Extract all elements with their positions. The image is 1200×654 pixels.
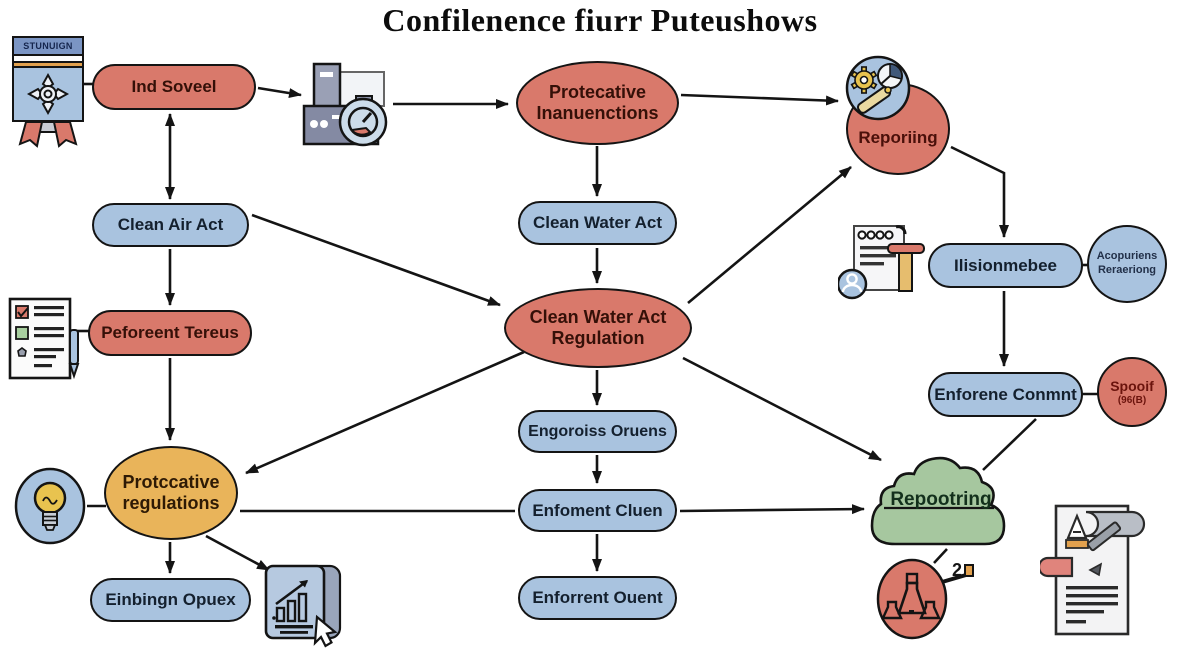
node-peforeent-tereus: Peforeent Tereus bbox=[88, 310, 252, 356]
certificate-label: STUNUIGN bbox=[23, 41, 73, 51]
node-protecative-inanuenctions: Protecative Inanuenctions bbox=[516, 61, 679, 145]
ribbon-icon bbox=[18, 121, 78, 148]
node-enforene-conmnt: Enforene Conmnt bbox=[928, 372, 1083, 417]
edge-protecative-reporing bbox=[680, 93, 839, 106]
document-pencil-icon bbox=[1040, 498, 1150, 650]
analytics-gear-icon bbox=[844, 54, 912, 122]
edge-regulation-reporing bbox=[687, 166, 852, 304]
edge-reporing-ilisionmebee bbox=[950, 145, 1009, 238]
edge-regulation-protccative bbox=[245, 350, 525, 475]
node-ind-soveel: Ind Soveel bbox=[92, 64, 256, 110]
node-clean-water-act-regulation: Clean Water Act Regulation bbox=[504, 288, 692, 368]
factory-clock-icon bbox=[300, 60, 392, 148]
edge-cloud-flasks bbox=[933, 548, 948, 564]
certificate-icon: STUNUIGN bbox=[12, 36, 84, 155]
node-engoroiss-oruens: Engoroiss Oruens bbox=[518, 410, 677, 453]
diagram-title: Confilenence fiurr Puteushows bbox=[382, 2, 818, 38]
edge-regulation-cloud bbox=[682, 356, 882, 462]
edge-protccative-chart bbox=[205, 534, 270, 572]
square-glyph bbox=[964, 564, 975, 577]
node-acopuriens-reraeriong: Acopuriens Reraeriong bbox=[1087, 225, 1167, 303]
flask-count-label: 2 bbox=[952, 560, 975, 581]
node-clean-water-act: Clean Water Act bbox=[518, 201, 677, 245]
edge-enforene-cloud bbox=[982, 418, 1037, 471]
edge-cleanairact-regulation bbox=[251, 213, 501, 307]
node-ilisionmebee: Ilisionmebee bbox=[928, 243, 1083, 288]
certificate-body: STUNUIGN bbox=[12, 36, 84, 122]
document-person-gavel-icon bbox=[838, 224, 926, 304]
node-spooif: Spooif (96(B) bbox=[1097, 357, 1167, 427]
node-enforrent-ouent: Enforrent Ouent bbox=[518, 576, 677, 620]
node-protccative-regulations: Protccative regulations bbox=[104, 446, 238, 540]
checklist-pen-icon bbox=[8, 296, 82, 382]
cloud-shape bbox=[870, 456, 1006, 546]
node-enfoment-cluen: Enfoment Cluen bbox=[518, 489, 677, 532]
node-repootring: Repootring bbox=[870, 448, 1012, 548]
chart-book-cursor-icon bbox=[260, 560, 348, 648]
edge-indsoveel-factory bbox=[257, 86, 302, 99]
lightbulb-icon bbox=[14, 467, 86, 545]
edge-enfoment-cloud bbox=[679, 504, 865, 515]
flasks-circle-icon bbox=[876, 558, 948, 640]
compass-emblem-icon bbox=[26, 72, 70, 116]
node-clean-air-act: Clean Air Act bbox=[92, 203, 249, 247]
node-einbingn-opuex: Einbingn Opuex bbox=[90, 578, 251, 622]
